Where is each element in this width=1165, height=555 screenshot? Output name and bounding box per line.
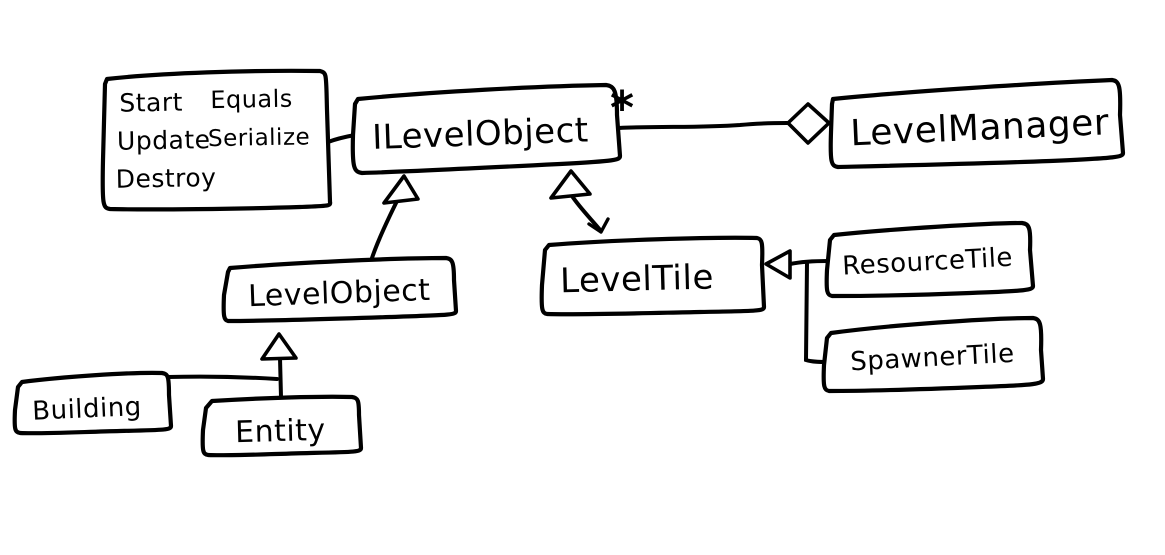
node-leveltile: LevelTile xyxy=(539,235,767,317)
edge-generalization-entity-levelobject xyxy=(278,356,283,399)
edge-generalization-levelobject-ilevelobject xyxy=(370,195,401,260)
edge-generalization-leveltile-ilevelobject xyxy=(570,194,610,234)
ilevelobject-label: ILevelObject xyxy=(372,110,590,158)
edge-aggregation-ilevelobject-levelmanager xyxy=(617,121,789,130)
methods-note-box xyxy=(100,68,333,212)
edge-generalization-resourcetile-leveltile xyxy=(788,259,830,266)
method-label-destroy: Destroy xyxy=(115,163,216,194)
node-resourcetile: ResourceTile xyxy=(824,220,1036,299)
aggregation-diamond-icon xyxy=(786,102,831,145)
aggregation-multiplicity: * xyxy=(610,81,635,135)
levelobject-box xyxy=(221,255,459,324)
node-levelmanager: LevelManager xyxy=(828,77,1126,170)
spawnertile-box xyxy=(821,315,1046,394)
leveltile-box xyxy=(539,235,767,317)
node-spawnertile: SpawnerTile xyxy=(821,315,1046,394)
levelobject-label: LevelObject xyxy=(248,273,432,314)
methods-note-labels: Start Equals Update Serialize Destroy xyxy=(115,85,311,194)
method-label-serialize: Serialize xyxy=(208,124,311,152)
generalization-arrowhead-under-levelobject xyxy=(260,332,298,361)
method-label-update: Update xyxy=(117,125,211,156)
node-levelobject: LevelObject xyxy=(221,255,459,324)
building-box xyxy=(12,370,174,436)
node-entity: Entity xyxy=(200,394,364,458)
method-label-equals: Equals xyxy=(210,85,293,114)
building-label: Building xyxy=(32,392,143,427)
method-label-start: Start xyxy=(119,88,183,118)
generalization-arrowhead-levelobject xyxy=(382,174,420,205)
levelmanager-box xyxy=(828,77,1126,170)
edge-generalization-building-levelobject xyxy=(166,374,279,381)
node-ilevelobject: ILevelObject xyxy=(350,82,623,176)
node-methods-note: Start Equals Update Serialize Destroy xyxy=(100,68,333,212)
resourcetile-box xyxy=(824,220,1036,299)
generalization-arrowhead-on-leveltile-right xyxy=(764,249,792,280)
entity-box xyxy=(200,394,364,458)
ilevelobject-box xyxy=(350,82,623,176)
entity-label: Entity xyxy=(235,413,326,450)
generalization-arrowhead-leveltile xyxy=(549,169,592,200)
leveltile-label: LevelTile xyxy=(560,257,715,301)
node-building: Building xyxy=(12,370,174,436)
